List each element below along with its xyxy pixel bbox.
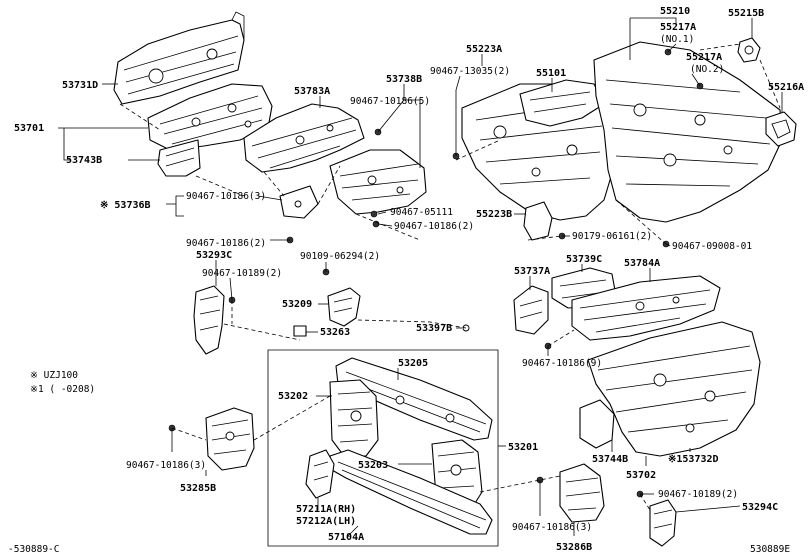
label-90467-10186-5[interactable]: 90467-10186(5) (350, 96, 430, 107)
label-53285B[interactable]: 53285B (180, 483, 216, 494)
label-55101[interactable]: 55101 (536, 68, 566, 79)
footer-code-right: 530889E (750, 544, 790, 555)
label-90467-10186-3a[interactable]: 90467-10186(3) (186, 191, 266, 202)
part-57211A-drawing (305, 449, 335, 499)
label-90467-10186-3b[interactable]: 90467-10186(3) (126, 460, 206, 471)
part-53293C-drawing (193, 285, 225, 355)
label-90467-10186-3c[interactable]: 90467-10186(3) (512, 522, 592, 533)
label-53293C[interactable]: 53293C (196, 250, 232, 261)
label-53397B[interactable]: 53397B (416, 323, 452, 334)
label-90467-10186-2b[interactable]: 90467-10186(2) (394, 221, 474, 232)
part-57104A-drawing (329, 449, 493, 535)
label-55215B[interactable]: 55215B (728, 8, 764, 19)
dashed-connection-lines (119, 43, 781, 511)
label-53744B[interactable]: 53744B (592, 454, 628, 465)
label-90467-10189-2b[interactable]: 90467-10189(2) (658, 489, 738, 500)
part-55216A-drawing (765, 111, 797, 147)
legend-line-1: ※ UZJ100 (30, 370, 78, 381)
footer-code-left: -530889-C (8, 544, 59, 555)
label-90467-09008-01[interactable]: 90467-09008-01 (672, 241, 752, 252)
part-55223B-drawing (523, 201, 553, 241)
label-90467-10189-2a[interactable]: 90467-10189(2) (202, 268, 282, 279)
part-53731D-drawing (113, 11, 245, 105)
part-53201-assembly-box (267, 349, 499, 547)
label-57104A[interactable]: 57104A (328, 532, 364, 543)
label-53736B[interactable]: ※ 53736B (100, 200, 151, 211)
label-53203[interactable]: 53203 (358, 460, 388, 471)
label-55217A-no1-qualifier: (NO.1) (660, 34, 694, 45)
label-90109-06294-2[interactable]: 90109-06294(2) (300, 251, 380, 262)
leader-lines (58, 17, 783, 537)
label-90467-05111[interactable]: 90467-05111 (390, 207, 453, 218)
label-53738B[interactable]: 53738B (386, 74, 422, 85)
label-53201[interactable]: 53201 (508, 442, 538, 453)
label-57211A[interactable]: 57211A(RH) (296, 504, 356, 515)
label-153732D[interactable]: ※153732D (668, 454, 719, 465)
part-53209-drawing (327, 287, 361, 327)
label-53701[interactable]: 53701 (14, 123, 44, 134)
label-57212A[interactable]: 57212A(LH) (296, 516, 356, 527)
label-53731D[interactable]: 53731D (62, 80, 98, 91)
label-53743B[interactable]: 53743B (66, 155, 102, 166)
label-53209[interactable]: 53209 (282, 299, 312, 310)
part-53784A-drawing (571, 275, 721, 341)
label-55217A-no2[interactable]: 55217A (686, 52, 722, 63)
label-53286B[interactable]: 53286B (556, 542, 592, 553)
part-53736B-drawing (279, 185, 319, 219)
part-53738B-drawing (329, 149, 427, 215)
legend-line-2: ※1 ( -0208) (30, 384, 95, 395)
label-53294C[interactable]: 53294C (742, 502, 778, 513)
label-90467-13035-2[interactable]: 90467-13035(2) (430, 66, 510, 77)
label-53263[interactable]: 53263 (320, 327, 350, 338)
part-53744B-drawing (579, 399, 615, 449)
label-55210[interactable]: 55210 (660, 6, 690, 17)
label-53783A[interactable]: 53783A (294, 86, 330, 97)
part-53286B-drawing (559, 463, 605, 523)
part-55223A-drawing (519, 79, 605, 127)
part-55215B-drawing (737, 37, 761, 63)
label-90467-10186-9[interactable]: 90467-10186(9) (522, 358, 602, 369)
label-53784A[interactable]: 53784A (624, 258, 660, 269)
label-53702[interactable]: 53702 (626, 470, 656, 481)
label-53739C[interactable]: 53739C (566, 254, 602, 265)
part-53294C-drawing (649, 499, 677, 547)
label-90467-10186-2a[interactable]: 90467-10186(2) (186, 238, 266, 249)
part-53743B-drawing (157, 139, 201, 177)
part-53202-drawing (329, 379, 379, 457)
part-55210-drawing (593, 41, 783, 223)
label-55223B[interactable]: 55223B (476, 209, 512, 220)
part-labels: 53731D 53701 53743B ※ 53736B 90467-10186… (8, 6, 804, 555)
label-55216A[interactable]: 55216A (768, 82, 804, 93)
part-53285B-drawing (205, 407, 255, 471)
label-53737A[interactable]: 53737A (514, 266, 550, 277)
label-53202[interactable]: 53202 (278, 391, 308, 402)
label-55217A-no2-qualifier: (NO.2) (690, 64, 724, 75)
label-55223A[interactable]: 55223A (466, 44, 502, 55)
part-53702-drawing (587, 321, 761, 457)
part-53263-drawing (293, 325, 307, 337)
part-53783A-drawing (243, 103, 365, 173)
label-90179-06161-2[interactable]: 90179-06161(2) (572, 231, 652, 242)
label-55217A-no1[interactable]: 55217A (660, 22, 696, 33)
part-53737A-drawing (513, 285, 549, 335)
label-53205[interactable]: 53205 (398, 358, 428, 369)
